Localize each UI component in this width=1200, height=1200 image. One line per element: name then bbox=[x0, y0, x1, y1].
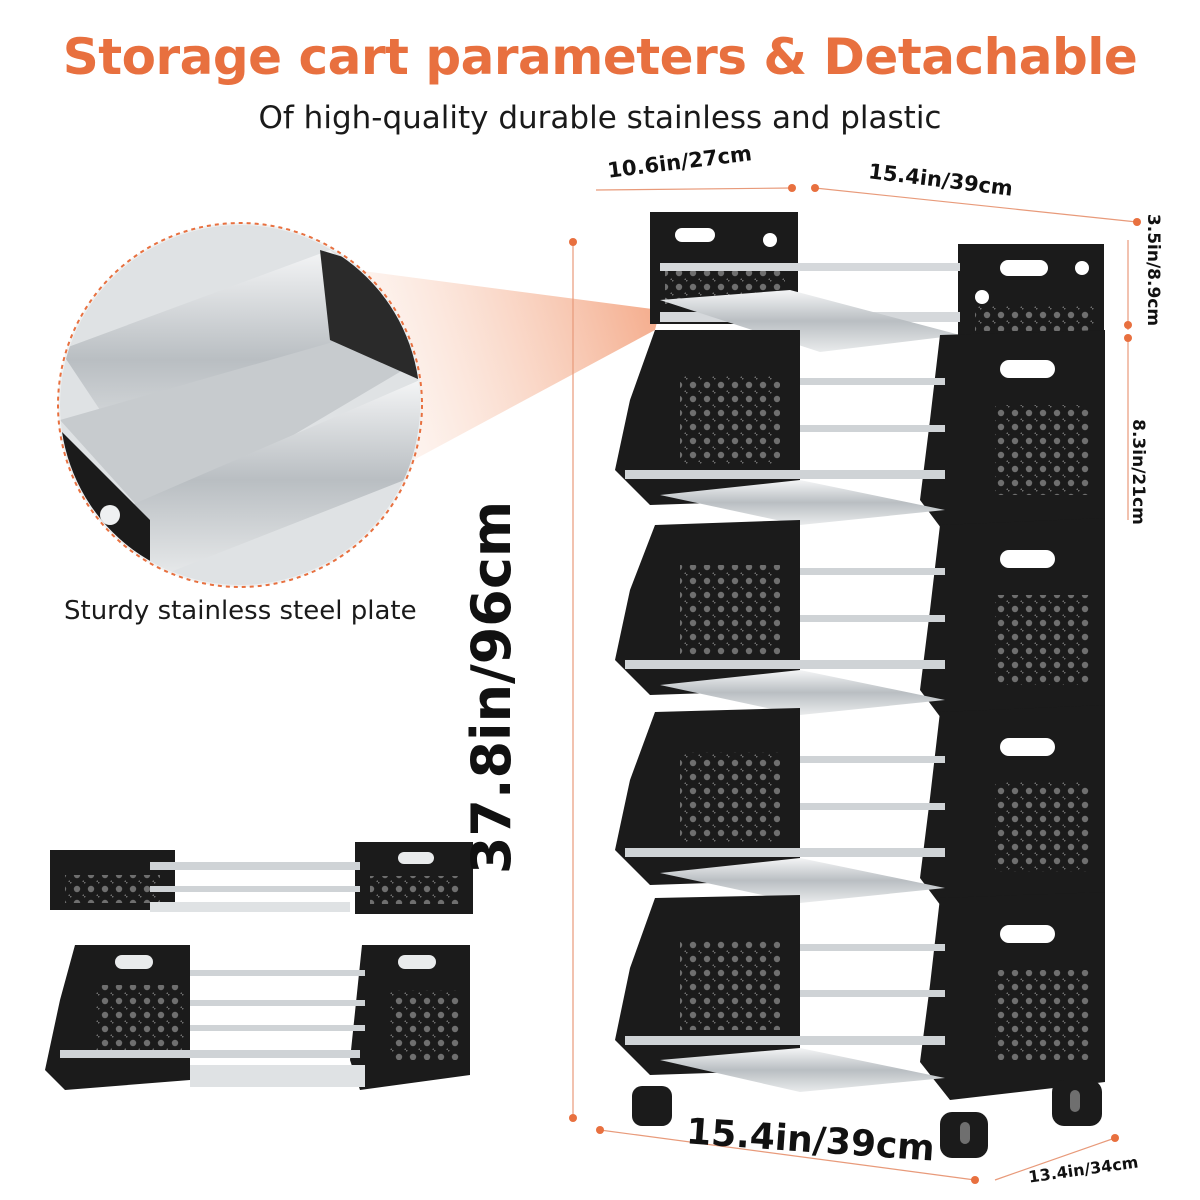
page-subtitle: Of high-quality durable stainless and pl… bbox=[258, 100, 942, 136]
cart-wheels bbox=[632, 1080, 1102, 1158]
dimension-total-height: 37.8in/96cm bbox=[460, 500, 524, 875]
zoom-beam bbox=[355, 270, 660, 470]
page-title: Storage cart parameters & Detachable bbox=[62, 28, 1138, 86]
dimension-tier-top: 3.5in/8.9cm bbox=[1143, 213, 1164, 327]
detached-top-tier bbox=[50, 842, 473, 914]
dimension-tier-height: 8.3in/21cm bbox=[1127, 419, 1148, 525]
cart-basket-1 bbox=[615, 330, 1105, 540]
detached-basket bbox=[45, 945, 470, 1090]
dimension-lines bbox=[569, 184, 1141, 1184]
storage-cart bbox=[615, 212, 1105, 1158]
closeup-caption: Sturdy stainless steel plate bbox=[64, 596, 417, 626]
cart-basket-2 bbox=[615, 518, 1105, 730]
cart-basket-4 bbox=[615, 892, 1105, 1100]
cart-basket-3 bbox=[615, 705, 1105, 918]
